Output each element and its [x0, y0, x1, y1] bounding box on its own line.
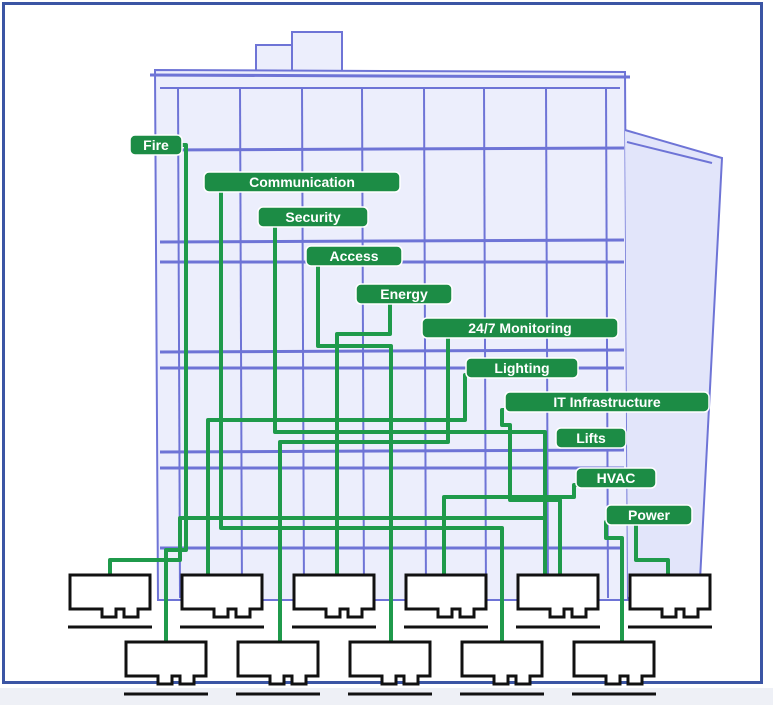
lifts-line: [108, 445, 547, 575]
terminal-bottom-4: [460, 640, 544, 696]
label-it: IT Infrastructure: [504, 391, 710, 413]
label-pill: [504, 391, 710, 413]
communication-line: [219, 190, 504, 648]
label-pill: [555, 427, 627, 449]
label-text: Security: [285, 209, 340, 225]
label-communication: Communication: [203, 171, 401, 193]
access-line: [316, 262, 393, 648]
terminal-bottom-2: [236, 640, 320, 696]
label-pill: [421, 317, 619, 339]
label-pill: [465, 357, 579, 379]
label-pill: [203, 171, 401, 193]
label-pill: [355, 283, 453, 305]
label-text: Energy: [380, 286, 428, 302]
label-access: Access: [305, 245, 403, 267]
power-line-branch: [634, 522, 670, 575]
label-hvac: HVAC: [575, 467, 657, 489]
it-infrastructure-line: [500, 408, 562, 575]
label-pill: [305, 245, 403, 267]
terminal-top-1: [68, 573, 152, 629]
terminal-top-6: [628, 573, 712, 629]
label-text: Lifts: [576, 430, 606, 446]
label-power: Power: [605, 504, 693, 526]
label-text: 24/7 Monitoring: [468, 320, 571, 336]
label-text: Lighting: [494, 360, 549, 376]
terminal-top-4: [404, 573, 488, 629]
label-pill: [575, 467, 657, 489]
label-energy: Energy: [355, 283, 453, 305]
label-text: IT Infrastructure: [553, 394, 661, 410]
label-text: Communication: [249, 174, 355, 190]
label-text: Power: [628, 507, 671, 523]
fire-line: [164, 143, 188, 648]
terminal-stations: [68, 573, 712, 696]
label-pill: [605, 504, 693, 526]
terminal-top-2: [180, 573, 264, 629]
label-lifts: Lifts: [555, 427, 627, 449]
bottom-strip: [0, 688, 773, 705]
terminal-top-5: [516, 573, 600, 629]
label-text: HVAC: [597, 470, 636, 486]
terminal-bottom-1: [124, 640, 208, 696]
terminal-top-3: [292, 573, 376, 629]
label-monitoring: 24/7 Monitoring: [421, 317, 619, 339]
label-fire: Fire: [129, 134, 183, 156]
terminal-bottom-5: [572, 640, 656, 696]
label-security: Security: [257, 206, 369, 228]
terminal-bottom-3: [348, 640, 432, 696]
label-pill: [129, 134, 183, 156]
label-text: Access: [329, 248, 378, 264]
energy-line: [335, 300, 392, 575]
label-pill: [257, 206, 369, 228]
label-text: Fire: [143, 137, 169, 153]
label-lighting: Lighting: [465, 357, 579, 379]
